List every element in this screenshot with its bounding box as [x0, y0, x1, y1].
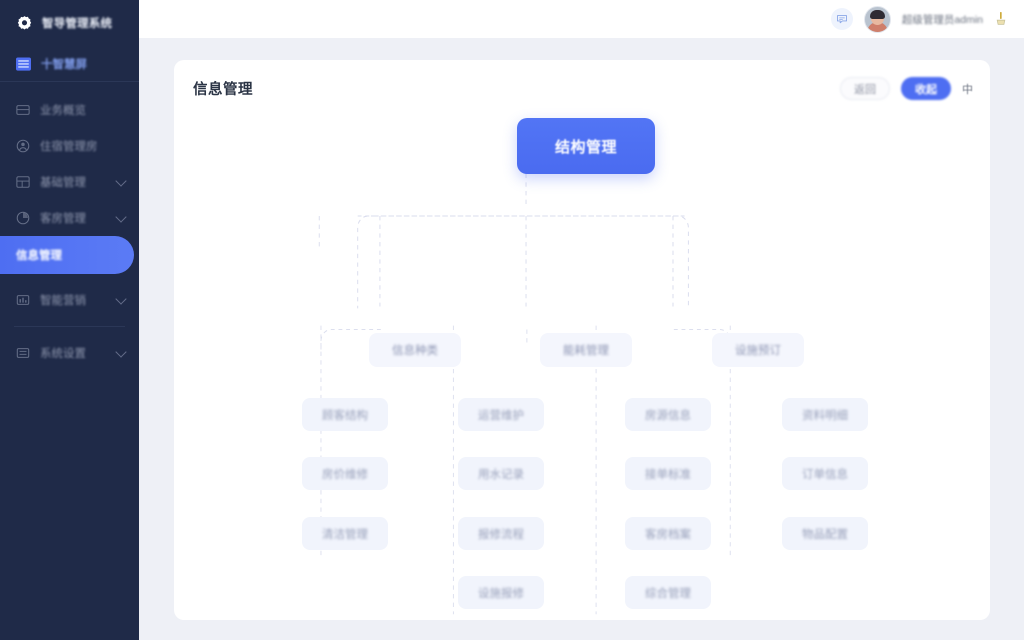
- pie-chart-icon: [16, 211, 30, 225]
- tree-leaf-c0-1-label: 房价维修: [322, 468, 368, 481]
- chart-icon: [16, 293, 30, 307]
- topbar: 超级管理员admin: [139, 0, 1024, 38]
- message-bubble-icon[interactable]: [830, 8, 853, 30]
- tree-leaf-c1-1-label: 用水记录: [478, 468, 524, 481]
- tree-leaf-c3-1[interactable]: 订单信息: [782, 457, 868, 490]
- chevron-down-icon: [115, 211, 127, 223]
- tree-leaf-c3-1-label: 订单信息: [802, 468, 848, 481]
- collapse-button[interactable]: 收起: [901, 77, 951, 100]
- chevron-down-icon: [115, 293, 127, 305]
- tree-leaf-c3-2-label: 物品配置: [802, 528, 848, 541]
- page-title: 信息管理: [193, 82, 253, 98]
- sidebar-item-5-label: 智能营销: [40, 295, 86, 307]
- avatar-hair: [869, 9, 885, 19]
- card-actions: 返回 收起 中: [840, 77, 973, 100]
- sidebar-item-1-label: 住宿管理房: [40, 141, 98, 153]
- tree-leaf-c1-0-label: 运营维护: [478, 409, 524, 422]
- tree-leaf-c0-0[interactable]: 顾客结构: [302, 398, 388, 431]
- tree-leaf-c2-3-label: 综合管理: [645, 587, 691, 600]
- sidebar-item-0[interactable]: 业务概览: [0, 92, 139, 128]
- tree-leaf-c3-0-label: 资料明细: [802, 409, 848, 422]
- tree-leaf-c2-3[interactable]: 综合管理: [625, 576, 711, 609]
- tree-node-root[interactable]: 结构管理: [517, 118, 655, 174]
- tree-leaf-c1-3[interactable]: 设施报修: [458, 576, 544, 609]
- sidebar-item-info-management[interactable]: 信息管理: [0, 236, 134, 274]
- tree-leaf-c0-2[interactable]: 清洁管理: [302, 517, 388, 550]
- tree-leaf-c1-0[interactable]: 运营维护: [458, 398, 544, 431]
- main-area: 超级管理员admin 信息管理 返回 收起: [139, 0, 1024, 640]
- tree-leaf-c1-2[interactable]: 报修流程: [458, 517, 544, 550]
- language-toggle[interactable]: 中: [962, 83, 973, 96]
- sidebar-item-2-label: 基础管理: [40, 177, 86, 189]
- grid-icon: [16, 175, 30, 189]
- tree-leaf-c0-1[interactable]: 房价维修: [302, 457, 388, 490]
- back-button[interactable]: 返回: [840, 77, 890, 100]
- tree-leaf-c0-2-label: 清洁管理: [322, 528, 368, 541]
- tree-leaf-c3-2[interactable]: 物品配置: [782, 517, 868, 550]
- avatar-body: [866, 21, 888, 32]
- tree-leaf-c2-2-label: 客房档案: [645, 528, 691, 541]
- gear-logo-icon: [16, 15, 33, 32]
- user-name: 超级管理员admin: [901, 13, 983, 26]
- sidebar-item-3[interactable]: 客房管理: [0, 200, 139, 236]
- tree-node-root-label: 结构管理: [554, 138, 617, 156]
- tree-node-level2-0-label: 信息种类: [392, 345, 438, 357]
- sidebar-item-6-label: 系统设置: [40, 348, 86, 360]
- sidebar-item-3-label: 客房管理: [40, 213, 86, 225]
- content-area: 信息管理 返回 收起 中: [139, 38, 1024, 640]
- tree-node-level2-1-label: 能耗管理: [563, 345, 609, 357]
- back-button-label: 返回: [854, 83, 876, 96]
- sidebar-item-5[interactable]: 智能营销: [0, 282, 139, 318]
- sidebar-divider: [14, 326, 125, 327]
- user-circle-icon: [16, 139, 30, 153]
- chevron-down-icon: [115, 346, 127, 358]
- sidebar-item-1[interactable]: 住宿管理房: [0, 128, 139, 164]
- tree-node-level2-0[interactable]: 信息种类: [369, 333, 461, 367]
- tree-leaf-c0-0-label: 顾客结构: [322, 409, 368, 422]
- tree-leaf-c3-0[interactable]: 资料明细: [782, 398, 868, 431]
- sidebar: 智导管理系统 十智慧屏 业务: [0, 0, 139, 640]
- list-icon: [16, 346, 30, 360]
- sidebar-nav: 业务概览 住宿管理房: [0, 82, 139, 371]
- tree-leaf-c1-2-label: 报修流程: [478, 528, 524, 541]
- chevron-down-icon: [115, 175, 127, 187]
- sidebar-item-6[interactable]: 系统设置: [0, 335, 139, 371]
- sidebar-item-dashboard[interactable]: 十智慧屏: [0, 46, 139, 82]
- tree-node-level2-2-label: 设施预订: [735, 345, 781, 357]
- org-tree: 结构管理 信息种类 能耗管理 设施预订 顾客结构: [174, 116, 990, 620]
- dashboard-icon: [16, 56, 31, 71]
- tree-leaf-c2-1[interactable]: 接单标准: [625, 457, 711, 490]
- collapse-button-label: 收起: [915, 83, 937, 96]
- brand-label: 智导管理系统: [42, 18, 113, 30]
- sidebar-item-2[interactable]: 基础管理: [0, 164, 139, 200]
- tree-leaf-c2-2[interactable]: 客房档案: [625, 517, 711, 550]
- tree-leaf-c2-0-label: 房源信息: [645, 409, 691, 422]
- tree-leaf-c1-3-label: 设施报修: [478, 587, 524, 600]
- tree-node-level2-2[interactable]: 设施预订: [712, 333, 804, 367]
- brand[interactable]: 智导管理系统: [0, 0, 139, 46]
- card-icon: [16, 103, 30, 117]
- logout-icon[interactable]: [994, 11, 1008, 27]
- info-management-card: 信息管理 返回 收起 中: [174, 60, 990, 620]
- sidebar-item-0-label: 业务概览: [40, 105, 86, 117]
- tree-leaf-c2-1-label: 接单标准: [645, 468, 691, 481]
- tree-leaf-c2-0[interactable]: 房源信息: [625, 398, 711, 431]
- tree-node-level2-1[interactable]: 能耗管理: [540, 333, 632, 367]
- sidebar-dashboard-label: 十智慧屏: [41, 58, 87, 71]
- tree-leaf-c1-1[interactable]: 用水记录: [458, 457, 544, 490]
- card-header: 信息管理 返回 收起 中: [174, 60, 990, 116]
- sidebar-item-4-label: 信息管理: [16, 250, 62, 262]
- avatar[interactable]: [863, 5, 891, 33]
